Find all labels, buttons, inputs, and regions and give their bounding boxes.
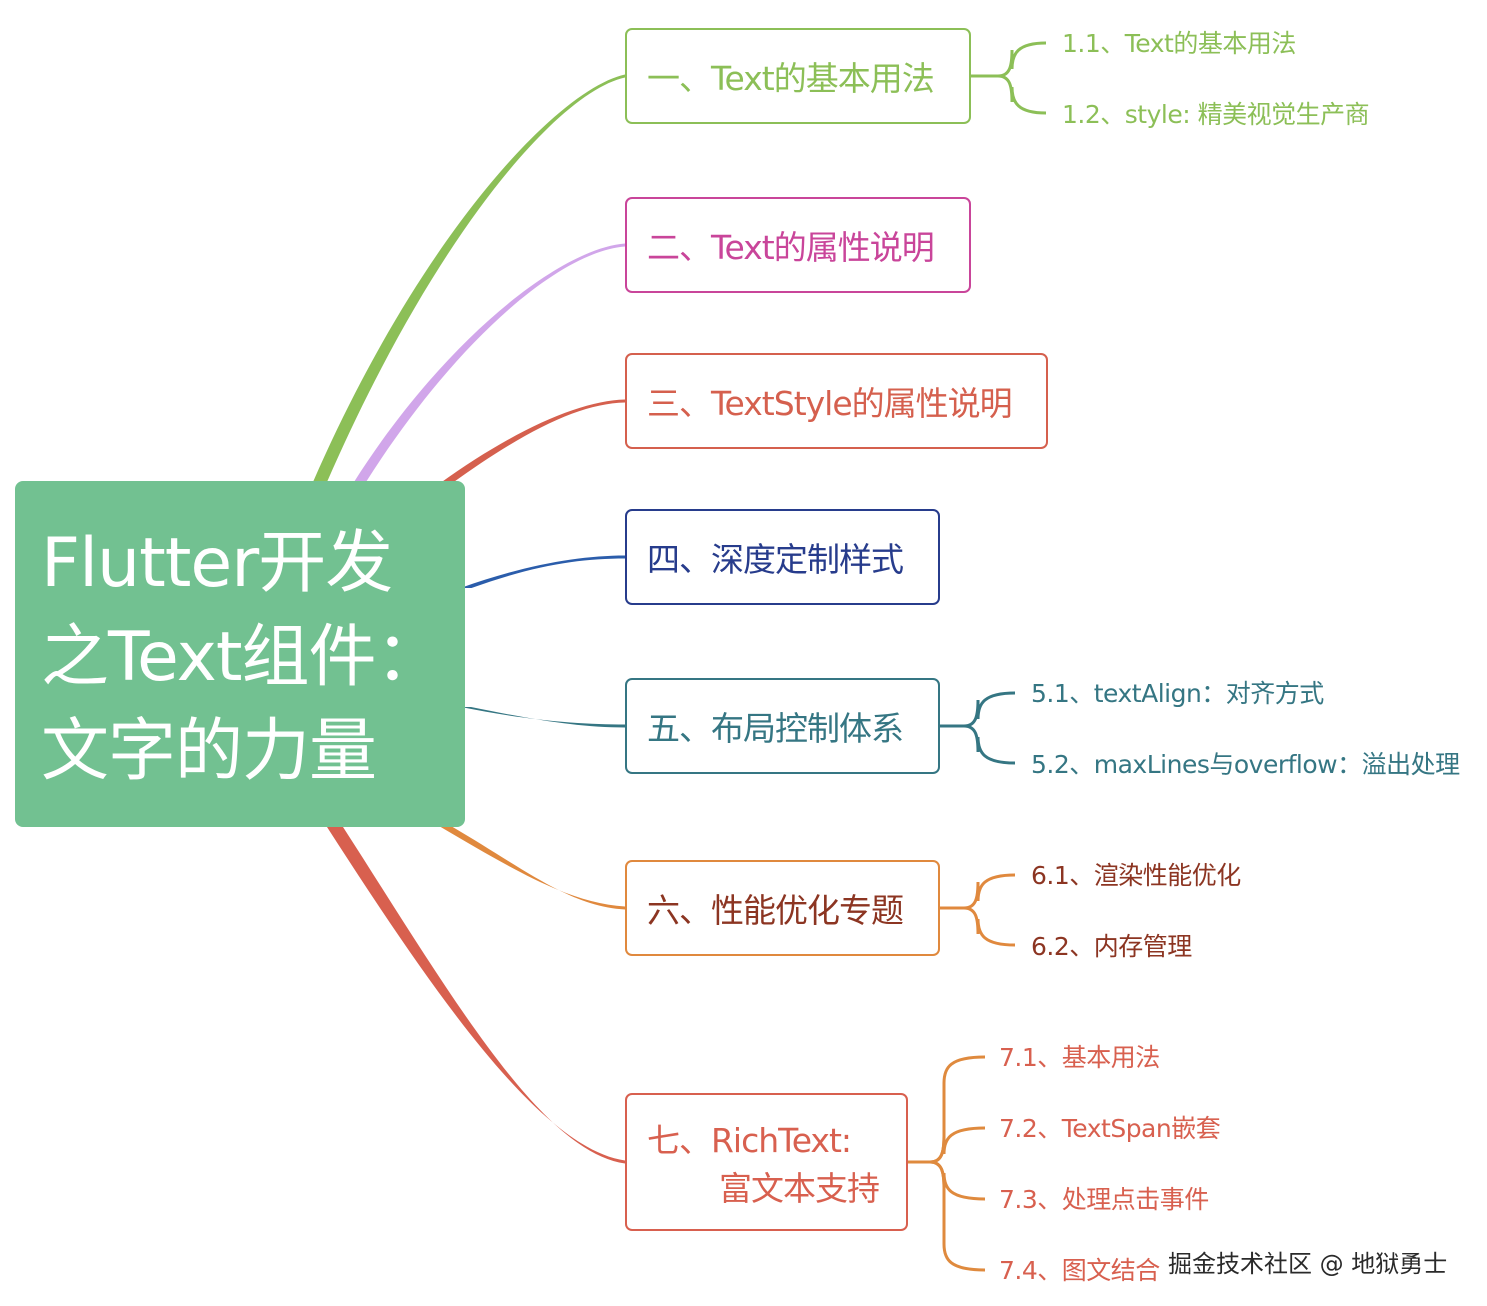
subtopic-7-3[interactable]: 7.3、处理点击事件 bbox=[999, 1185, 1209, 1214]
root-title-line-3: 文字的力量 bbox=[41, 712, 377, 791]
bracket-topic-6 bbox=[940, 873, 1016, 947]
root-topic[interactable]: Flutter开发 之Text组件： 文字的力量 bbox=[15, 481, 465, 827]
subtopic-5-1[interactable]: 5.1、textAlign：对齐方式 bbox=[1031, 679, 1324, 708]
branch-line-1 bbox=[313, 74, 625, 482]
branch-line-2 bbox=[354, 243, 625, 482]
bracket-topic-5 bbox=[940, 691, 1016, 765]
subtopic-6-1[interactable]: 6.1、渲染性能优化 bbox=[1031, 861, 1241, 890]
topic-label: 五、布局控制体系 bbox=[647, 709, 904, 748]
subtopic-7-2[interactable]: 7.2、TextSpan嵌套 bbox=[999, 1114, 1221, 1143]
branch-line-7 bbox=[327, 827, 625, 1164]
topic-text-basic-usage[interactable]: 一、Text的基本用法 bbox=[625, 28, 971, 124]
topic-label: 三、TextStyle的属性说明 bbox=[647, 384, 1013, 423]
topic-label: 二、Text的属性说明 bbox=[647, 228, 935, 267]
root-title-line-2: 之Text组件： bbox=[41, 618, 444, 697]
subtopic-7-1[interactable]: 7.1、基本用法 bbox=[999, 1043, 1160, 1072]
topic-textstyle-properties[interactable]: 三、TextStyle的属性说明 bbox=[625, 353, 1048, 449]
topic-label-line-2: 富文本支持 bbox=[719, 1169, 880, 1208]
topic-label: 六、性能优化专题 bbox=[647, 891, 904, 930]
root-title-line-1: Flutter开发 bbox=[41, 524, 393, 603]
topic-text-properties[interactable]: 二、Text的属性说明 bbox=[625, 197, 971, 293]
topic-label: 一、Text的基本用法 bbox=[647, 59, 935, 98]
branch-line-4 bbox=[460, 555, 625, 588]
branch-lines bbox=[313, 74, 625, 1164]
branch-line-5 bbox=[461, 707, 625, 728]
topic-performance[interactable]: 六、性能优化专题 bbox=[625, 860, 940, 956]
subtopic-7-4[interactable]: 7.4、图文结合 bbox=[999, 1256, 1160, 1285]
branch-line-3 bbox=[439, 399, 625, 484]
topic-richtext[interactable]: 七、RichText: 富文本支持 bbox=[625, 1093, 908, 1231]
topic-label-line-1: 七、RichText: bbox=[647, 1121, 852, 1160]
sub-brackets bbox=[908, 41, 1047, 1272]
subtopic-5-2[interactable]: 5.2、maxLines与overflow：溢出处理 bbox=[1031, 750, 1460, 779]
topic-custom-style[interactable]: 四、深度定制样式 bbox=[625, 509, 940, 605]
bracket-topic-7 bbox=[908, 1055, 986, 1272]
topic-label: 四、深度定制样式 bbox=[647, 540, 904, 579]
subtopic-1-1[interactable]: 1.1、Text的基本用法 bbox=[1062, 29, 1296, 58]
bracket-topic-1 bbox=[971, 41, 1047, 115]
watermark: 掘金技术社区 @ 地狱勇士 bbox=[1168, 1250, 1448, 1278]
topic-layout-control[interactable]: 五、布局控制体系 bbox=[625, 678, 940, 774]
branch-line-6 bbox=[439, 826, 625, 910]
subtopic-6-2[interactable]: 6.2、内存管理 bbox=[1031, 932, 1192, 961]
subtopic-1-2[interactable]: 1.2、style: 精美视觉生产商 bbox=[1062, 100, 1370, 129]
